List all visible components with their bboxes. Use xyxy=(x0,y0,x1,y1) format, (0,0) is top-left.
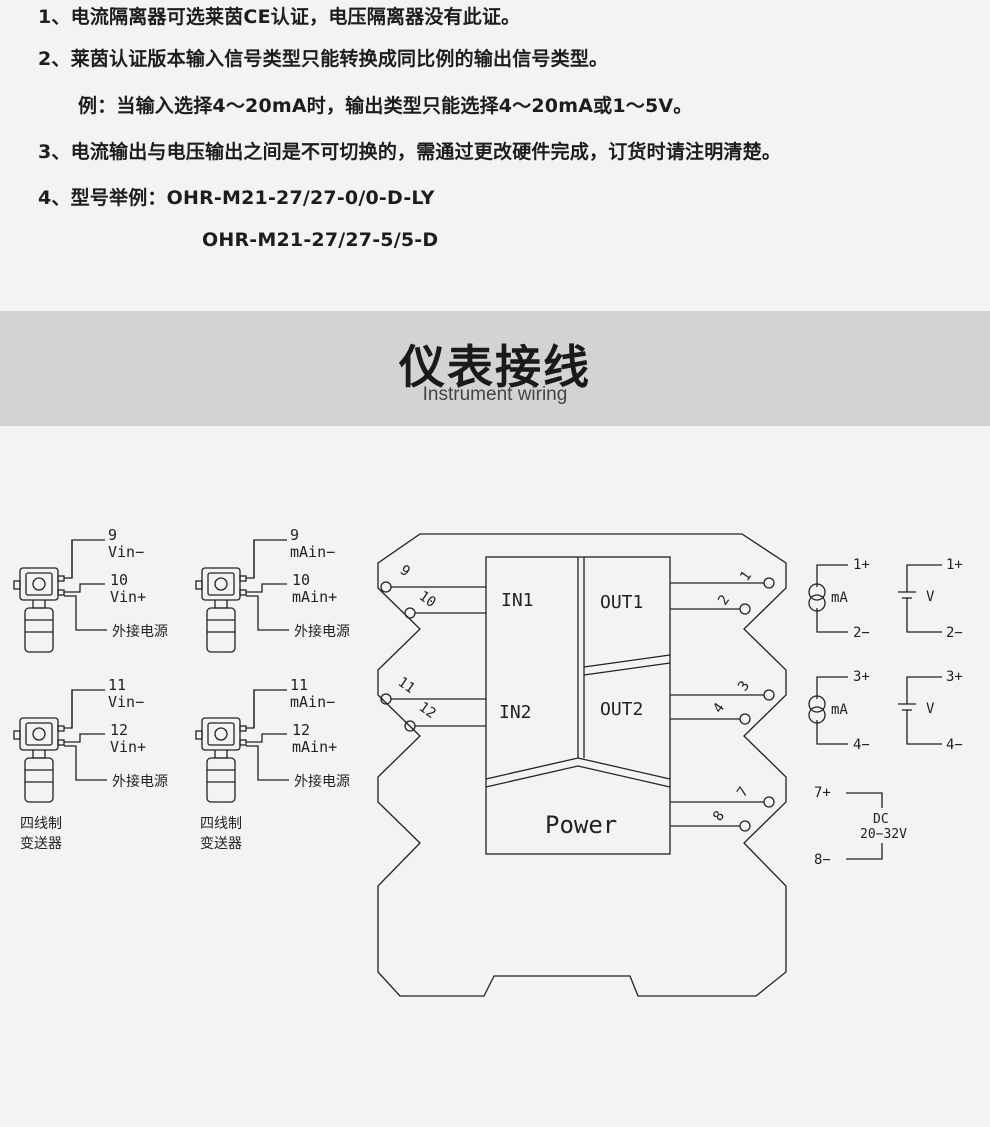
ch2-voltage-unit: V xyxy=(926,701,935,717)
sensor-3-top-num: 11 xyxy=(108,676,126,694)
transmitter-caption-1a: 四线制 xyxy=(20,816,62,832)
sensor-4-mid-num: 12 xyxy=(292,721,310,739)
sensor-2-top-num: 9 xyxy=(290,526,299,544)
transmitter-caption-2a: 四线制 xyxy=(200,816,242,832)
sensor-1-ext-label: 外接电源 xyxy=(112,623,168,640)
terminal-4: 4 xyxy=(710,700,728,716)
sensor-2-ext-label: 外接电源 xyxy=(294,623,350,640)
sensor-3-ext-label: 外接电源 xyxy=(112,773,168,790)
module-housing xyxy=(377,533,787,997)
output-ch2-voltage-source xyxy=(898,676,942,745)
label-in2: IN2 xyxy=(499,702,532,723)
note-2-example: 例：当输入选择4～20mA时，输出类型只能选择4～20mA或1～5V。 xyxy=(78,95,693,117)
section-banner: 仪表接线 Instrument wiring xyxy=(0,311,990,426)
sensor-group-2 xyxy=(195,539,290,653)
sensor-4-top-num: 11 xyxy=(290,676,308,694)
label-in1: IN1 xyxy=(501,590,534,611)
supply-minus: 8− xyxy=(814,852,831,868)
sensor-group-3 xyxy=(13,689,108,803)
terminal-3: 3 xyxy=(735,678,753,694)
sensor-1-mid-num: 10 xyxy=(110,571,128,589)
dc-supply-symbol xyxy=(846,792,883,860)
ch2-current-unit: mA xyxy=(831,702,848,718)
supply-range: 20−32V xyxy=(860,827,907,842)
transmitter-caption-2b: 变送器 xyxy=(200,836,242,852)
sensor-1-top-num: 9 xyxy=(108,526,117,544)
ch2-voltage-plus: 3+ xyxy=(946,669,963,685)
terminal-9: 9 xyxy=(397,562,413,580)
sensor-3-top-label: Vin− xyxy=(108,693,144,711)
sensor-1-top-label: Vin− xyxy=(108,543,144,561)
note-4: 4、型号举例：OHR-M21-27/27-0/0-D-LY xyxy=(38,187,435,209)
input-terminals xyxy=(380,581,486,732)
sensor-4-top-label: mAin− xyxy=(290,693,335,711)
ch1-current-minus: 2− xyxy=(853,625,870,641)
sensor-3-mid-num: 12 xyxy=(110,721,128,739)
ch1-voltage-minus: 2− xyxy=(946,625,963,641)
supply-plus: 7+ xyxy=(814,785,831,801)
sensor-2-top-label: mAin− xyxy=(290,543,335,561)
label-out1: OUT1 xyxy=(600,592,643,613)
sensor-2-mid-num: 10 xyxy=(292,571,310,589)
note-3: 3、电流输出与电压输出之间是不可切换的，需通过更改硬件完成，订货时请注明清楚。 xyxy=(38,141,782,163)
sensor-group-4 xyxy=(195,689,290,803)
sensor-group-1 xyxy=(13,539,108,653)
output-terminals xyxy=(670,577,775,832)
sensor-3-mid-label: Vin+ xyxy=(110,738,146,756)
banner-subtitle: Instrument wiring xyxy=(422,384,568,405)
ch1-current-plus: 1+ xyxy=(853,557,870,573)
terminal-10: 10 xyxy=(416,588,439,611)
ch1-current-unit: mA xyxy=(831,590,848,606)
terminal-1: 1 xyxy=(737,568,755,584)
sensor-1-mid-label: Vin+ xyxy=(110,588,146,606)
ch2-voltage-minus: 4− xyxy=(946,737,963,753)
sensor-2-mid-label: mAin+ xyxy=(292,588,337,606)
terminal-12: 12 xyxy=(416,699,439,722)
note-1: 1、电流隔离器可选莱茵CE认证，电压隔离器没有此证。 xyxy=(38,6,521,28)
ch1-voltage-plus: 1+ xyxy=(946,557,963,573)
ch2-current-minus: 4− xyxy=(853,737,870,753)
output-ch1-current-source xyxy=(808,564,848,633)
terminal-2: 2 xyxy=(715,592,733,608)
note-2: 2、莱茵认证版本输入信号类型只能转换成同比例的输出信号类型。 xyxy=(38,48,609,70)
label-power: Power xyxy=(545,811,617,839)
transmitter-caption-1b: 变送器 xyxy=(20,836,62,852)
output-ch1-voltage-source xyxy=(898,564,942,633)
sensor-4-ext-label: 外接电源 xyxy=(294,773,350,790)
supply-type: DC xyxy=(873,812,889,827)
terminal-11: 11 xyxy=(395,674,418,697)
terminal-7: 7 xyxy=(734,784,752,800)
terminal-8: 8 xyxy=(710,808,728,824)
banner-title: 仪表接线 xyxy=(399,340,591,394)
note-4-example-2: OHR-M21-27/27-5/5-D xyxy=(202,229,439,251)
output-ch2-current-source xyxy=(808,676,848,745)
ch2-current-plus: 3+ xyxy=(853,669,870,685)
label-out2: OUT2 xyxy=(600,699,643,720)
sensor-4-mid-label: mAin+ xyxy=(292,738,337,756)
ch1-voltage-unit: V xyxy=(926,589,935,605)
